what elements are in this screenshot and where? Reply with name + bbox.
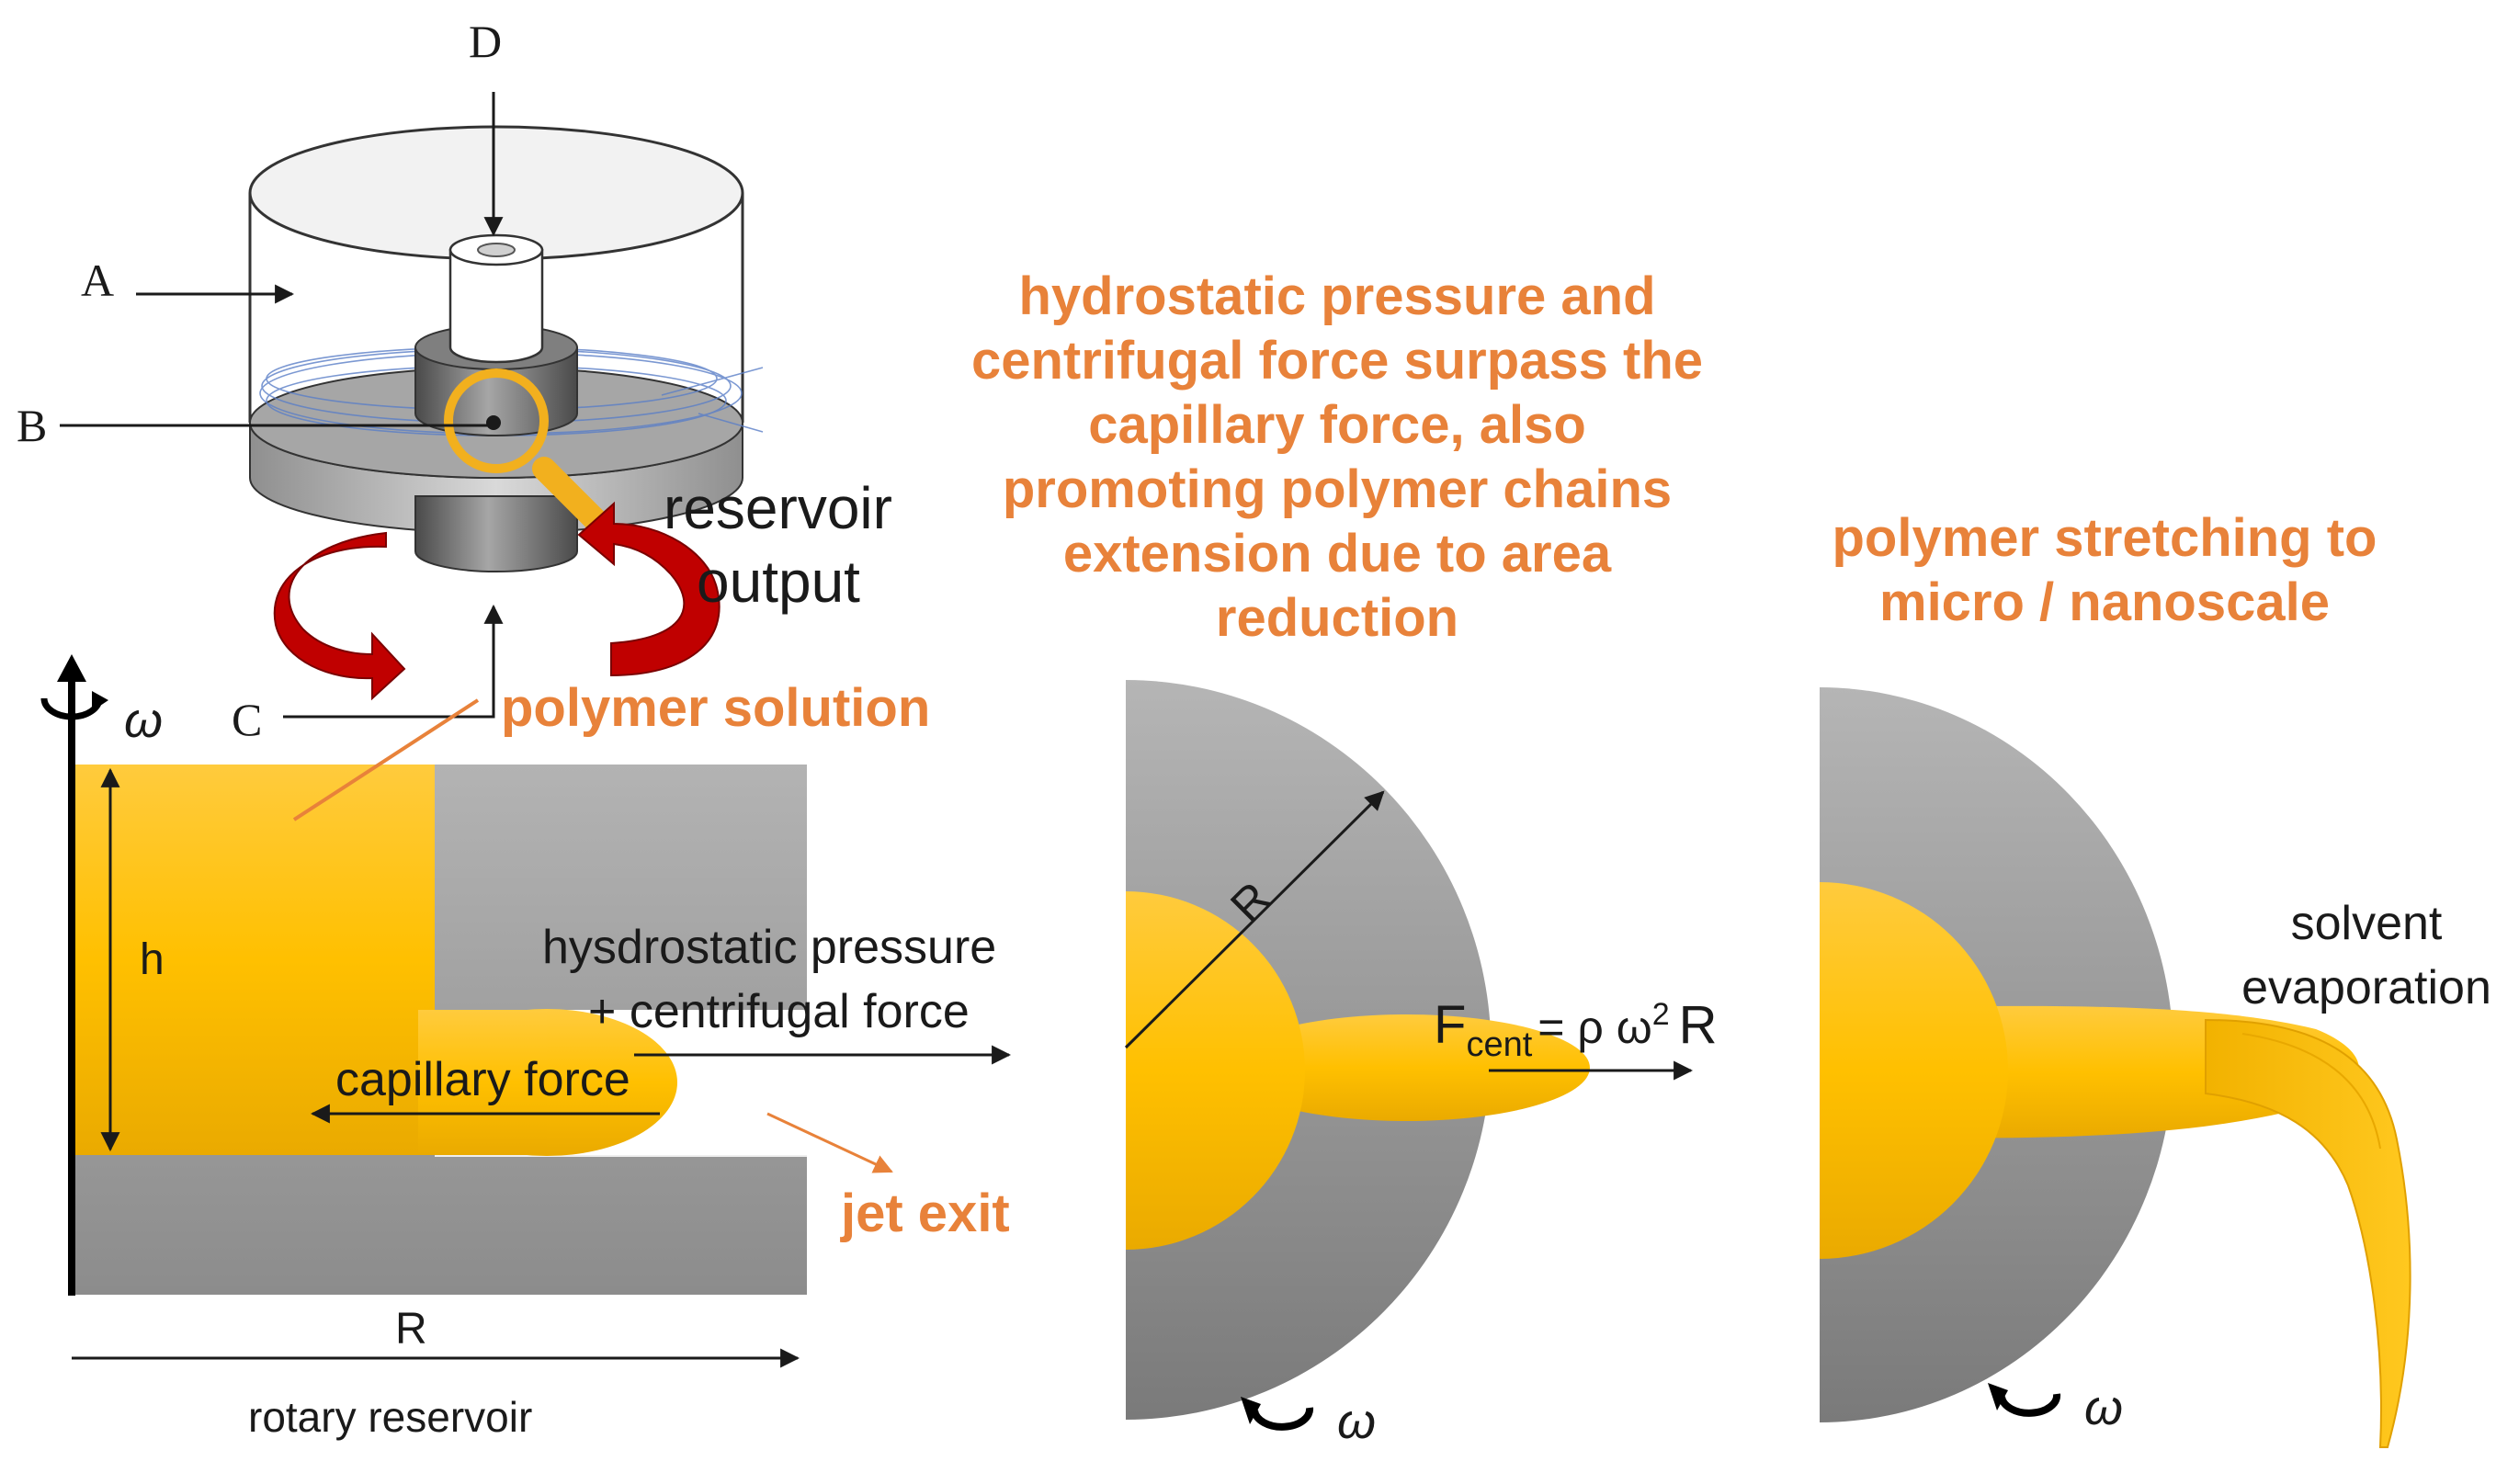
capillary-force-label: capillary force (335, 1053, 630, 1106)
solvent-evaporation-label-2: evaporation (2241, 961, 2491, 1014)
formula-R: R (1679, 995, 1718, 1055)
label-a: A (81, 255, 114, 306)
stage3-heading: polymer stretching to micro / nanoscale (1833, 508, 2377, 632)
device-illustration: D A B C reservoir output (17, 16, 892, 745)
stage2-heading-line-1: hydrostatic pressure and (1019, 266, 1656, 326)
label-d: D (469, 16, 502, 67)
reservoir-output-label-1: reservoir (664, 475, 892, 541)
reservoir-output-label-2: output (697, 549, 860, 615)
stage2-heading-line-2: centrifugal force surpass the (971, 331, 1703, 391)
stage2-heading: hydrostatic pressure and centrifugal for… (971, 266, 1703, 648)
center-hub (414, 346, 578, 436)
stage3-stretched-fiber (2205, 1018, 2411, 1448)
cross-section-panel: ω h R rotary reservoir hysdrostatic pres… (40, 654, 1012, 1441)
label-c: C (232, 694, 262, 745)
formula-subscript: cent (1466, 1025, 1532, 1064)
pressure-label-1: hysdrostatic pressure (542, 921, 996, 974)
stage3-panel: polymer stretching to micro / nanoscale … (1820, 508, 2491, 1448)
lower-shaft (414, 495, 578, 572)
formula-superscript: 2 (1652, 997, 1670, 1032)
stage2-rotation-curl-icon (1251, 1407, 1314, 1431)
polymer-solution-fill (72, 765, 435, 1155)
height-label: h (140, 935, 165, 984)
polymer-solution-label: polymer solution (501, 678, 930, 738)
stage3-omega: ω (2084, 1380, 2123, 1435)
radius-label: R (395, 1305, 427, 1354)
jet-exit-label: jet exit (840, 1184, 1010, 1243)
stage2-polymer-jet (1222, 1014, 1590, 1121)
stage3-heading-line-2: micro / nanoscale (1879, 572, 2330, 632)
stage2-heading-line-4: promoting polymer chains (1003, 459, 1672, 519)
formula-rho-omega: = ρ ω (1537, 1002, 1651, 1053)
stage2-heading-line-3: capillary force, also (1088, 395, 1586, 455)
stage2-omega: ω (1337, 1394, 1376, 1449)
solvent-evaporation-label-1: solvent (2291, 897, 2443, 950)
feed-tube-opening (477, 243, 516, 257)
stage2-radius-arrow (1124, 790, 1385, 1049)
leader-c (283, 604, 504, 719)
stage2-panel: hydrostatic pressure and centrifugal for… (971, 266, 1718, 1449)
omega-symbol: ω (124, 693, 163, 748)
stage2-polymer-core (1126, 891, 1305, 1250)
polymer-solution-leader (292, 698, 480, 821)
jet-exit-leader (766, 1112, 893, 1173)
stage2-heading-line-5: extension due to area (1063, 524, 1612, 583)
pressure-label-2: + centrifugal force (588, 985, 970, 1038)
stage3-rotation-curl-icon (1998, 1393, 2061, 1417)
rotary-reservoir-caption: rotary reservoir (248, 1393, 532, 1441)
rotation-arrow-right-icon (577, 501, 721, 677)
stage2-heading-line-6: reduction (1216, 588, 1458, 648)
feed-tube (448, 248, 544, 364)
label-b: B (17, 400, 47, 451)
rotation-arrow-left-icon (273, 531, 406, 701)
stage3-heading-line-1: polymer stretching to (1833, 508, 2377, 568)
formula-F: F (1434, 995, 1466, 1055)
stage3-polymer-core (1820, 882, 2008, 1259)
